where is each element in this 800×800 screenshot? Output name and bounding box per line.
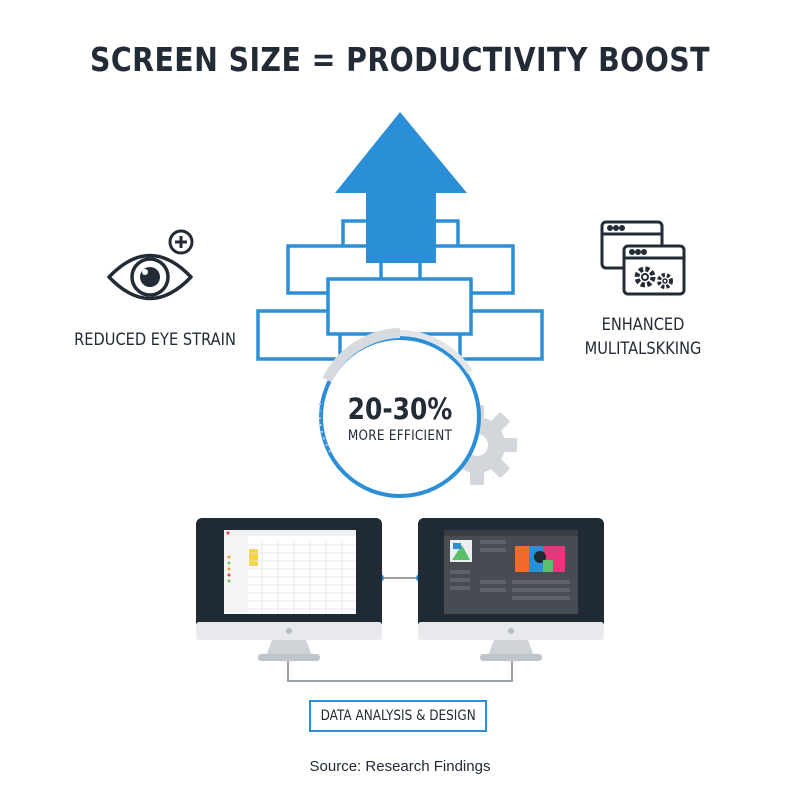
spreadsheet-screen (224, 530, 356, 614)
left-monitor (196, 518, 382, 661)
windows-gears-icon (600, 220, 686, 296)
multitasking-label-line1: ENHANCED (601, 315, 685, 335)
pyramid-block-center (326, 277, 473, 336)
source-note: Source: Research Findings (309, 758, 491, 775)
right-monitor (418, 518, 604, 661)
multitasking-label-line2: MULITALSKKING (584, 339, 702, 359)
efficiency-value: 20-30% (347, 392, 453, 426)
caption-text: DATA ANALYSIS & DESIGN (320, 708, 476, 724)
block-pyramid (256, 219, 544, 361)
efficiency-ring (318, 328, 481, 498)
eye-plus-icon (107, 229, 194, 301)
caption-box: DATA ANALYSIS & DESIGN (309, 700, 487, 732)
enhanced-multitasking-label: ENHANCED MULITALSKKING (561, 313, 724, 361)
efficiency-caption: MORE EFFICIENT (347, 428, 453, 444)
page-title: SCREEN SIZE = PRODUCTIVITY BOOST (90, 40, 710, 79)
design-app-screen (444, 530, 578, 614)
monitor-connector (287, 577, 513, 682)
reduced-eye-strain-label: REDUCED EYE STRAIN (74, 330, 236, 350)
up-arrow-icon (335, 112, 467, 263)
pyramid-block-bottom-right (458, 309, 544, 361)
